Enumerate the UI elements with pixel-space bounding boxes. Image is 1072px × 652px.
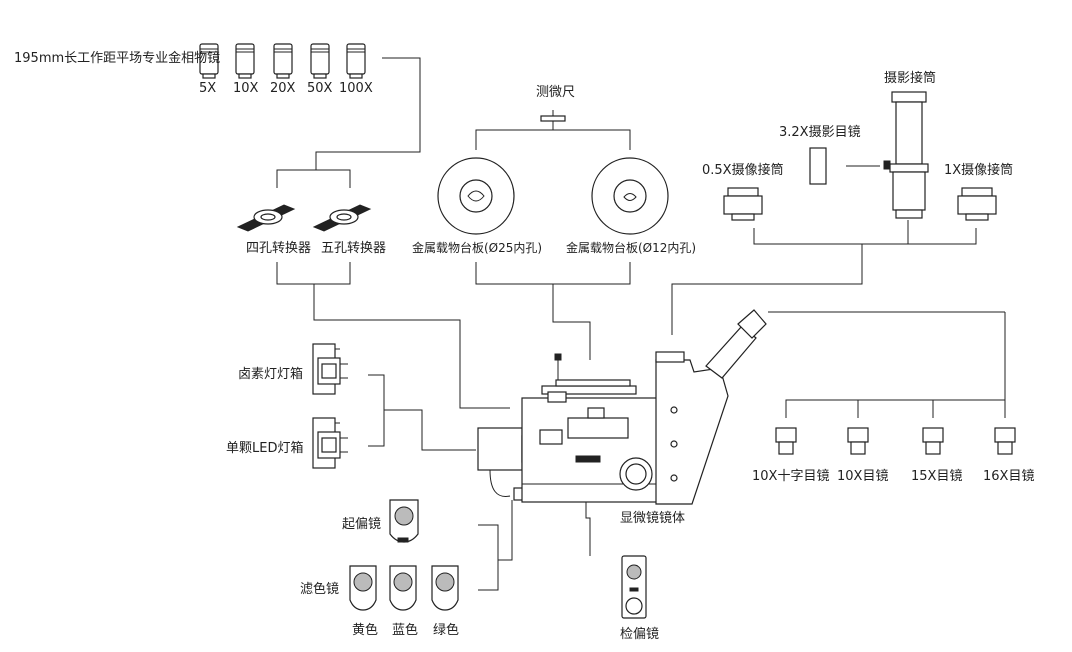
stage-plate-25-label: 金属载物台板(Ø25内孔)	[412, 241, 543, 255]
objective-100x-icon	[346, 43, 366, 79]
eyepiece-cross-10x-label: 10X十字目镜	[752, 469, 830, 484]
five-hole-nosepiece-icon	[312, 204, 372, 232]
filter-blue-label: 蓝色	[392, 623, 419, 638]
camera-adapter-05x-label: 0.5X摄像接筒	[702, 163, 784, 178]
objective-50x-icon	[310, 43, 330, 79]
filter-yellow-icon	[349, 565, 377, 611]
eyepiece-16x-label: 16X目镜	[983, 469, 1035, 484]
objective-10x-icon	[235, 43, 255, 79]
halogen-lamphouse-label: 卤素灯灯箱	[238, 367, 304, 382]
objective-10x-label: 10X	[233, 81, 259, 96]
stage-plate-25-icon	[437, 157, 515, 235]
photo-tube-icon	[883, 91, 929, 219]
eyepiece-15x-label: 15X目镜	[911, 469, 963, 484]
objective-5x-icon	[199, 43, 219, 79]
microscope-body-label: 显微镜镜体	[620, 511, 686, 526]
analyzer-label: 检偏镜	[620, 627, 660, 642]
microscope-body-icon	[477, 309, 767, 505]
filter-blue-icon	[389, 565, 417, 611]
objective-5x-label: 5X	[199, 81, 217, 96]
photo-tube-label: 摄影接筒	[884, 71, 937, 86]
polarizer-icon	[389, 499, 419, 543]
filter-yellow-label: 黄色	[352, 623, 379, 638]
polarizer-label: 起偏镜	[342, 517, 382, 532]
led-lamphouse-icon	[312, 417, 348, 469]
four-hole-nosepiece-label: 四孔转换器	[246, 241, 312, 256]
camera-adapter-05x-icon	[723, 187, 763, 221]
camera-adapter-1x-icon	[957, 187, 997, 221]
led-lamphouse-label: 单颗LED灯箱	[226, 441, 304, 456]
eyepiece-16x-icon	[994, 427, 1016, 455]
filter-green-label: 绿色	[433, 623, 460, 638]
photo-eyepiece-label: 3.2X摄影目镜	[779, 125, 861, 140]
objectives-title: 195mm长工作距平场专业金相物镜	[14, 51, 221, 66]
eyepiece-10x-icon	[847, 427, 869, 455]
objective-20x-icon	[273, 43, 293, 79]
connector-lines	[276, 57, 1006, 591]
filter-green-icon	[431, 565, 459, 611]
micrometer-label: 测微尺	[536, 85, 576, 100]
eyepiece-cross-10x-icon	[775, 427, 797, 455]
eyepiece-15x-icon	[922, 427, 944, 455]
photo-eyepiece-icon	[809, 147, 827, 185]
five-hole-nosepiece-label: 五孔转换器	[321, 241, 387, 256]
objective-20x-label: 20X	[270, 81, 296, 96]
camera-adapter-1x-label: 1X摄像接筒	[944, 163, 1014, 178]
objective-100x-label: 100X	[339, 81, 373, 96]
stage-plate-12-icon	[591, 157, 669, 235]
objective-50x-label: 50X	[307, 81, 333, 96]
halogen-lamphouse-icon	[312, 343, 348, 395]
four-hole-nosepiece-icon	[236, 204, 296, 232]
objective-set	[199, 43, 366, 79]
micrometer-icon	[540, 115, 566, 122]
filters-label: 滤色镜	[300, 582, 340, 597]
stage-plate-12-label: 金属载物台板(Ø12内孔)	[566, 241, 697, 255]
analyzer-icon	[621, 555, 647, 619]
eyepiece-10x-label: 10X目镜	[837, 469, 889, 484]
